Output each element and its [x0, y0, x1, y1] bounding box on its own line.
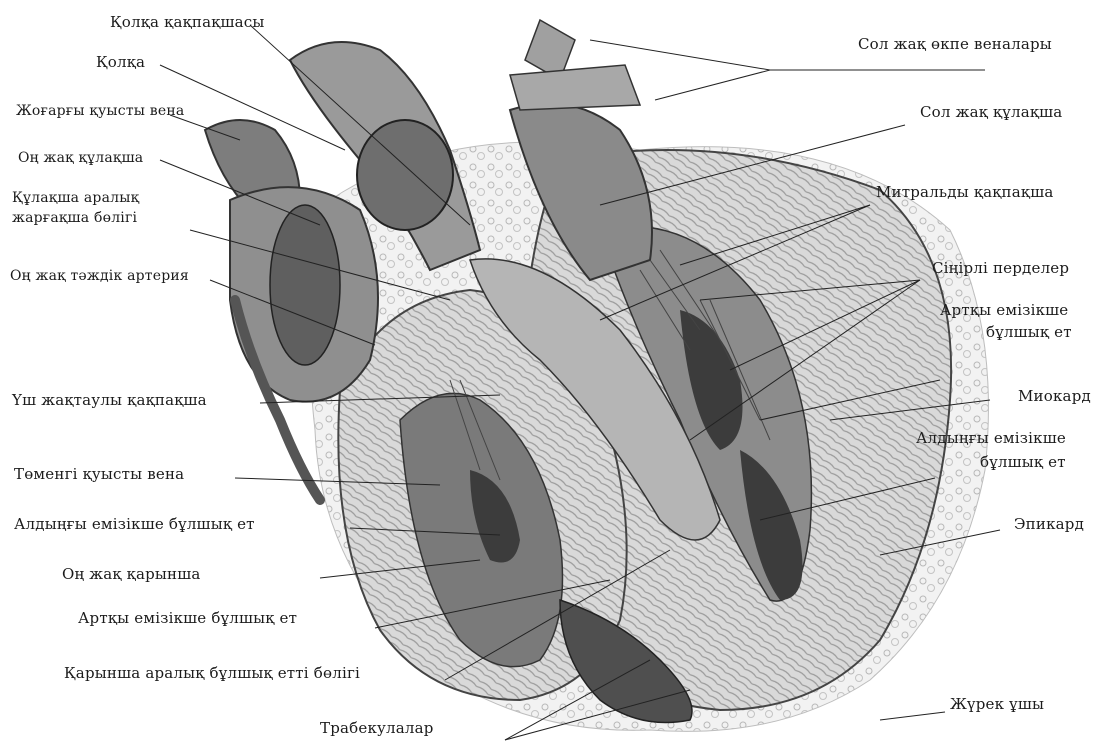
label-anterior-papillary-muscle-right: Алдыңғы емізікше бұлшық ет [14, 516, 255, 533]
label-aorta: Қолқа [96, 54, 145, 71]
label-epicardium: Эпикард [1014, 516, 1084, 533]
label-mitral-valve: Митральды қақпақша [876, 184, 1053, 201]
label-aortic-valve: Қолқа қақпақшасы [110, 14, 265, 31]
label-inferior-vena-cava: Төменгі қуысты вена [14, 466, 184, 483]
label-interventricular-septum: Қарынша аралық бұлшық етті бөлігі [64, 665, 360, 682]
label-trabeculae: Трабекулалар [320, 720, 434, 737]
label-right-coronary-artery: Оң жақ тәждік артерия [10, 268, 189, 285]
label-superior-vena-cava: Жоғарғы қуысты вена [16, 103, 184, 120]
aortic-valve [357, 120, 453, 230]
label-right-atrium: Оң жақ құлақша [18, 150, 143, 167]
label-anterior-papillary-muscle-left-1: Алдыңғы емізікше [916, 430, 1066, 447]
label-heart-apex: Жүрек ұшы [950, 696, 1044, 713]
label-left-atrium: Сол жақ құлақша [920, 104, 1062, 121]
pulmonary-vein-lower [510, 65, 640, 110]
label-posterior-papillary-muscle-right: Артқы емізікше бұлшық ет [78, 610, 297, 627]
label-anterior-papillary-muscle-left-2: бұлшық ет [980, 454, 1066, 471]
label-myocardium: Миокард [1018, 388, 1091, 405]
label-right-ventricle: Оң жақ қарынша [62, 566, 201, 583]
label-tricuspid-valve: Үш жақтаулы қақпақша [12, 392, 207, 409]
label-left-pulmonary-veins: Сол жақ өкпе веналары [858, 36, 1052, 53]
label-posterior-papillary-muscle-left-2: бұлшық ет [986, 324, 1072, 341]
label-posterior-papillary-muscle-left-1: Артқы емізікше [940, 302, 1068, 319]
label-interatrial-septum-1: Құлақша аралық [12, 190, 139, 207]
right-atrial-cavity [270, 205, 340, 365]
label-interatrial-septum-2: жарғақша бөлігі [12, 210, 137, 227]
label-chordae-tendineae: Сіңірлі перделер [932, 260, 1069, 277]
